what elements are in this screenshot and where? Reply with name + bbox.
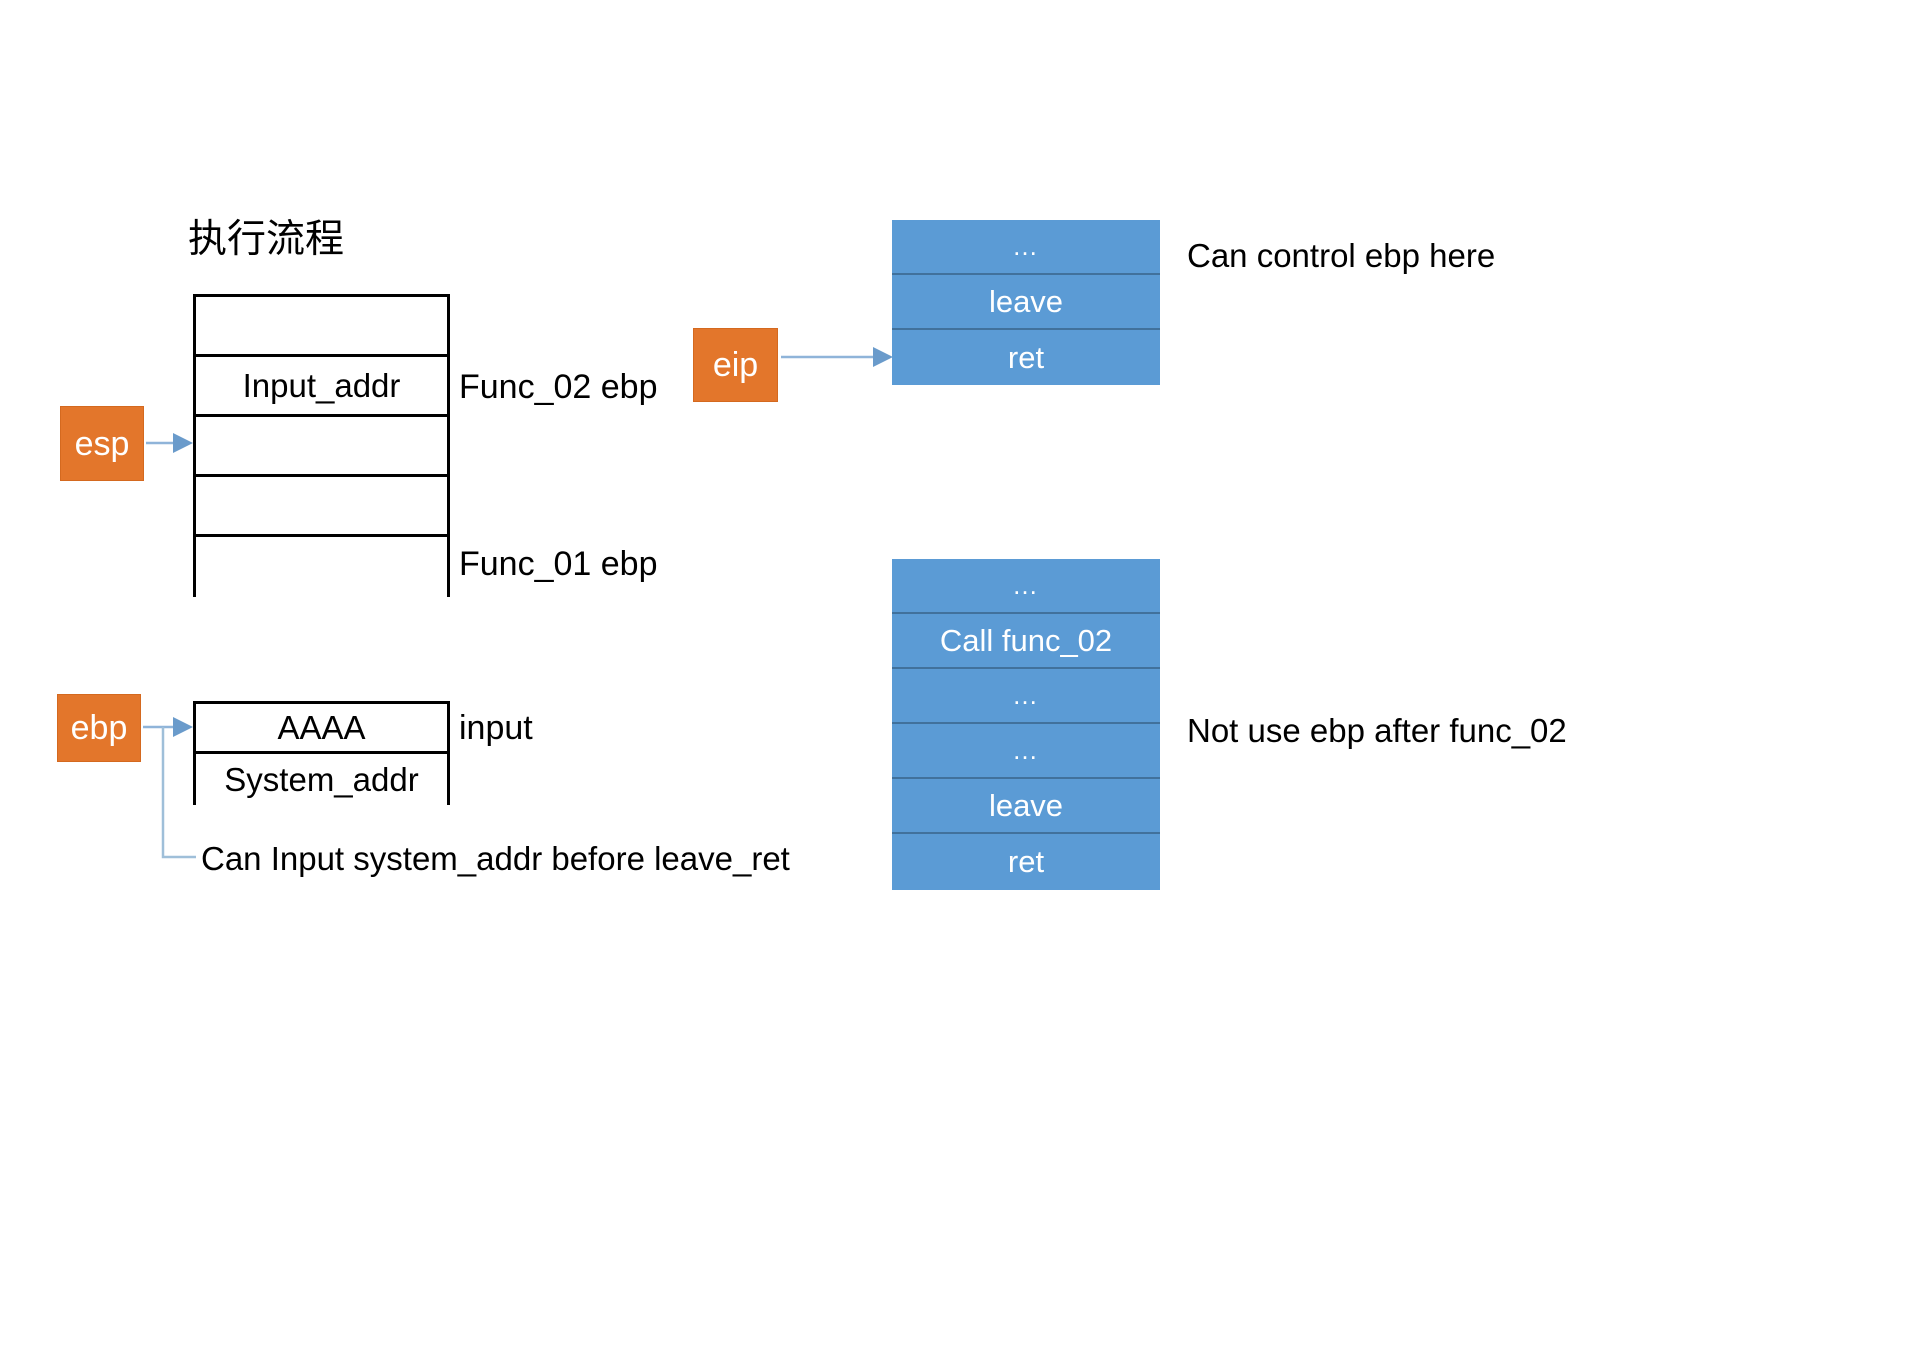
label-func-02-ebp: Func_02 ebp	[459, 368, 658, 406]
stack-row	[196, 537, 447, 597]
code-row-ellipsis: …	[892, 669, 1160, 724]
elbow-ebp-note	[161, 727, 196, 859]
register-esp-label: esp	[74, 424, 130, 463]
code-row-ret: ret	[892, 330, 1160, 385]
stack-row	[196, 297, 447, 357]
page-title: 执行流程	[188, 218, 345, 261]
code-row-ret: ret	[892, 834, 1160, 890]
code-row-ellipsis: …	[892, 559, 1160, 614]
code-row-leave: leave	[892, 779, 1160, 834]
label-func-01-ebp: Func_01 ebp	[459, 545, 658, 583]
code-row-call-func-02: Call func_02	[892, 614, 1160, 669]
note-control-ebp: Can control ebp here	[1187, 237, 1496, 274]
label-input: input	[459, 709, 533, 747]
stack-row-esp-target	[196, 417, 447, 477]
register-eip-label: eip	[712, 346, 759, 384]
register-esp[interactable]: esp	[60, 406, 144, 481]
code-row-leave: leave	[892, 275, 1160, 330]
stack-row-system-addr: System_addr	[196, 754, 447, 805]
note-not-use-ebp: Not use ebp after func_02	[1187, 712, 1567, 749]
code-row-ellipsis: …	[892, 724, 1160, 779]
register-eip[interactable]: eip	[693, 328, 778, 402]
stack-row-aaaa: AAAA	[196, 704, 447, 754]
stack-func-table: Input_addr	[193, 294, 450, 597]
register-ebp-label: ebp	[70, 709, 128, 747]
code-row-ellipsis: …	[892, 220, 1160, 275]
stack-input-table: AAAA System_addr	[193, 701, 450, 805]
stack-row-input-addr: Input_addr	[196, 357, 447, 417]
register-ebp[interactable]: ebp	[57, 694, 141, 762]
note-leave-ret: Can Input system_addr before leave_ret	[201, 840, 790, 877]
code-block-top: … leave ret	[892, 220, 1160, 385]
stack-row	[196, 477, 447, 537]
code-block-bottom: … Call func_02 … … leave ret	[892, 559, 1160, 890]
